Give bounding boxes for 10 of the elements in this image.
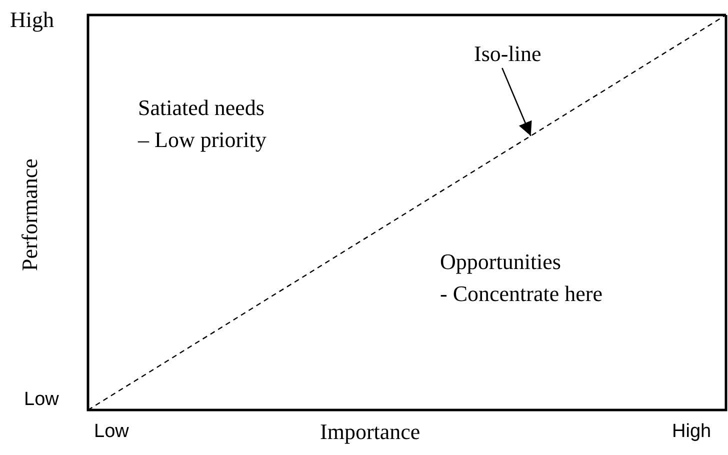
axis-max-label: High bbox=[672, 420, 712, 444]
axis-min-label: Low bbox=[94, 420, 129, 444]
leader-line bbox=[502, 68, 532, 136]
callout-text: Iso-line bbox=[474, 40, 542, 68]
axis-title: Performance bbox=[16, 158, 43, 271]
quadrant-label: Satiated needs – Low priority bbox=[138, 94, 266, 154]
axis-max-label: High bbox=[10, 6, 54, 34]
quadrant-label: Opportunities - Concentrate here bbox=[440, 248, 602, 308]
axis-title: Importance bbox=[320, 418, 420, 446]
axis-min-label: Low bbox=[24, 388, 59, 412]
